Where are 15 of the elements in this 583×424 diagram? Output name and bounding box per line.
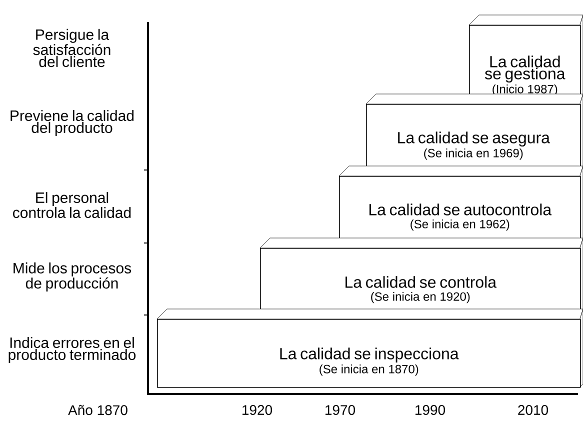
year-label: Año 1870 bbox=[68, 404, 128, 416]
step-box: La calidad se autocontrola (Se inicia en 1962) bbox=[338, 166, 583, 243]
year-label: 1990 bbox=[416, 405, 446, 415]
level-label: Indica errores en el producto terminado bbox=[8, 337, 136, 363]
level-label: Persigue la satisfacción del cliente bbox=[33, 28, 110, 68]
step-box: La calidad se inspecciona (Se inicia en 1870) bbox=[156, 308, 583, 388]
year-label: 1970 bbox=[326, 405, 356, 415]
step-box: La calidad se asegura (Se inicia en 1969) bbox=[366, 94, 583, 171]
level-label: El personal controla la calidad bbox=[13, 192, 131, 218]
step-box: La calidad se gestiona (Inicio 1987) bbox=[468, 14, 583, 98]
level-label: Previene la calidad del producto bbox=[10, 110, 134, 136]
step-box: La calidad se controla (Se inicia en 1920) bbox=[260, 238, 583, 316]
level-label: Mide los procesos de producción bbox=[14, 262, 132, 292]
year-label: 1920 bbox=[242, 405, 272, 415]
year-label: 2010 bbox=[518, 405, 548, 415]
